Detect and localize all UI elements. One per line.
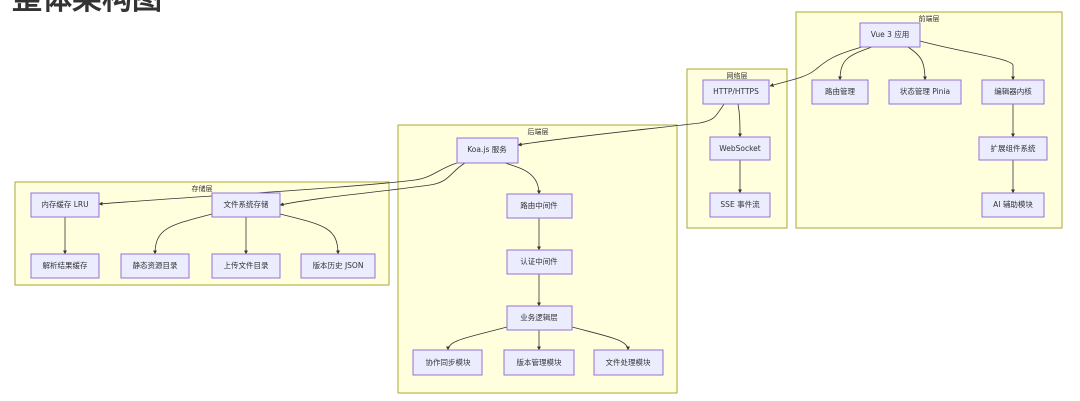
node-http: HTTP/HTTPS [702,79,770,105]
page-title: 整体架构图 [12,0,162,18]
svg-text:文件处理模块: 文件处理模块 [606,357,651,367]
edge-koa-routemw [504,162,541,195]
node-biz: 业务逻辑层 [506,305,573,331]
node-ai: AI 辅助模块 [981,192,1045,218]
node-router: 路由管理 [811,79,869,105]
group-label: 网络层 [727,71,748,80]
node-vue: Vue 3 应用 [859,22,921,48]
node-version: 版本管理模块 [503,349,575,376]
node-collab: 协作同步模块 [412,349,483,376]
edge-vue-pinia [907,46,927,81]
edge-fs-history [279,213,340,255]
group-label: 存储层 [192,184,213,193]
group-label: 后端层 [528,127,549,136]
node-history: 版本历史 JSON [300,253,376,279]
edges [63,40,1015,351]
svg-text:HTTP/HTTPS: HTTP/HTTPS [713,87,759,96]
node-sse: SSE 事件流 [709,192,771,218]
edge-vue-router [838,46,873,81]
node-pinia: 状态管理 Pinia [888,79,962,105]
svg-text:协作同步模块: 协作同步模块 [426,357,471,367]
node-editor: 编辑器内核 [981,79,1045,105]
svg-text:编辑器内核: 编辑器内核 [994,86,1032,96]
group-frontend: 前端层 [795,11,1063,229]
svg-text:Koa.js 服务: Koa.js 服务 [467,144,507,154]
node-fileproc: 文件处理模块 [593,349,664,376]
svg-text:静态资源目录: 静态资源目录 [133,260,178,270]
node-static: 静态资源目录 [120,253,190,279]
svg-text:状态管理 Pinia: 状态管理 Pinia [900,86,950,96]
node-ext: 扩展组件系统 [978,136,1048,161]
svg-text:路由管理: 路由管理 [825,86,855,96]
edge-koa-fs [279,162,466,207]
svg-text:上传文件目录: 上传文件目录 [224,260,269,270]
svg-text:解析结果缓存: 解析结果缓存 [43,260,88,270]
edge-http-koa [517,103,725,147]
edge-vue-editor [919,40,1015,81]
svg-text:版本管理模块: 版本管理模块 [517,357,562,367]
node-parse: 解析结果缓存 [30,253,100,279]
node-koa: Koa.js 服务 [456,137,519,164]
group-label: 前端层 [919,14,940,23]
node-ws: WebSocket [709,136,771,161]
node-lru: 内存缓存 LRU [30,192,100,218]
node-fs: 文件系统存储 [211,192,281,218]
svg-text:内存缓存 LRU: 内存缓存 LRU [41,199,88,209]
edge-biz-fileproc [571,326,630,351]
svg-text:AI 辅助模块: AI 辅助模块 [993,199,1033,209]
node-upload: 上传文件目录 [211,253,281,279]
node-routemw: 路由中间件 [506,193,573,219]
svg-text:路由中间件: 路由中间件 [520,200,558,210]
edge-koa-lru [98,162,458,206]
edge-vue-http [769,46,863,87]
edge-biz-collab [446,326,508,351]
svg-text:扩展组件系统: 扩展组件系统 [991,143,1036,153]
node-authmw: 认证中间件 [506,249,573,275]
svg-text:WebSocket: WebSocket [719,144,761,153]
svg-text:文件系统存储: 文件系统存储 [224,199,269,209]
svg-text:认证中间件: 认证中间件 [520,256,558,266]
svg-text:版本历史 JSON: 版本历史 JSON [313,260,364,270]
edge-fs-static [153,213,213,255]
svg-text:业务逻辑层: 业务逻辑层 [520,312,558,322]
edge-http-ws [737,103,742,138]
svg-text:SSE 事件流: SSE 事件流 [720,199,760,209]
svg-text:Vue 3 应用: Vue 3 应用 [871,29,910,39]
